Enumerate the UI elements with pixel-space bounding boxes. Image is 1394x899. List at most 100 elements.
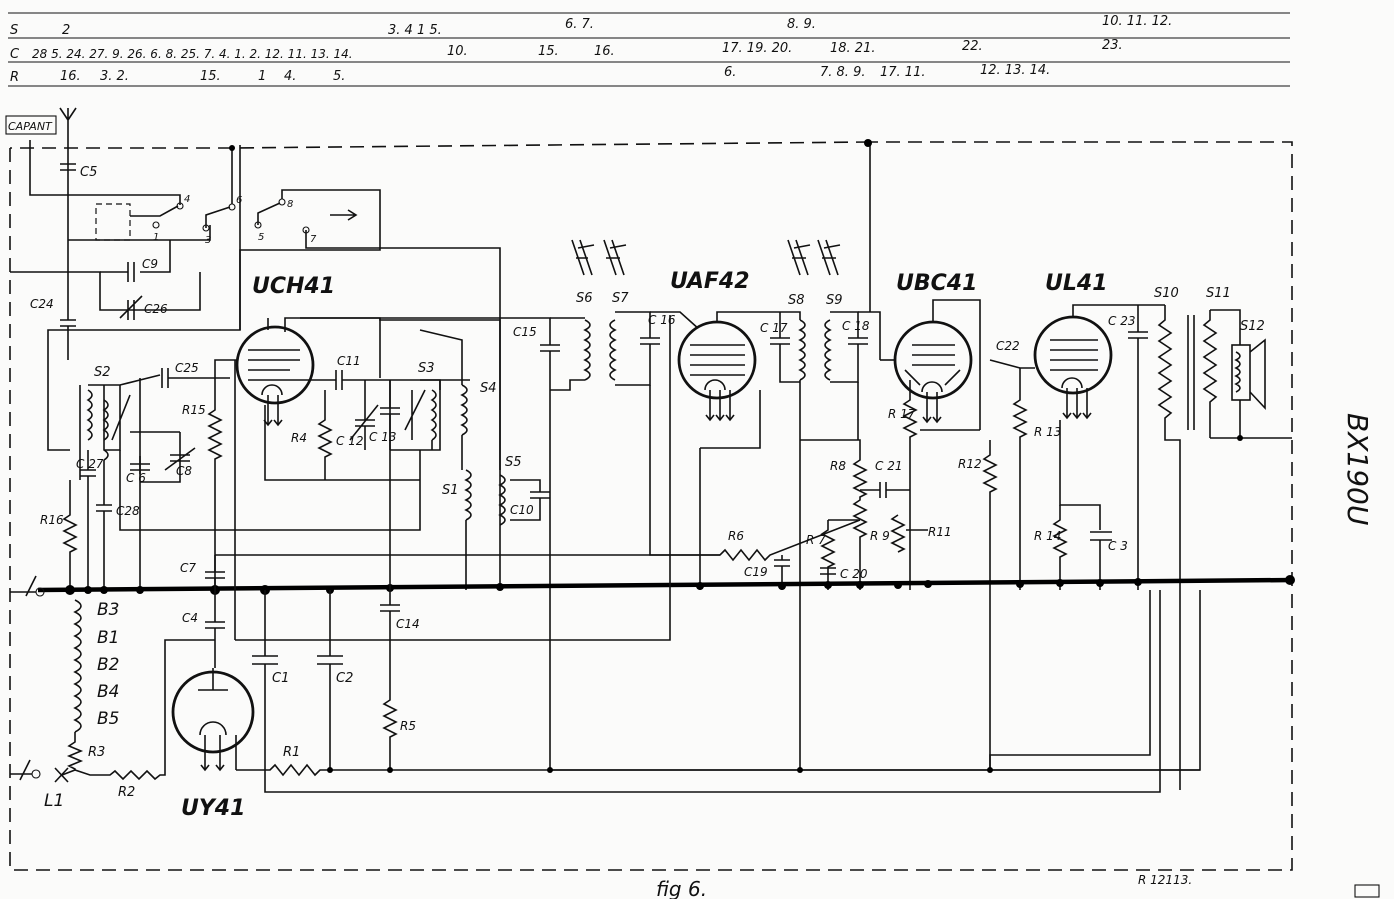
header-c-item: 16. xyxy=(594,44,615,59)
b4-label: B4 xyxy=(97,682,119,702)
c18-label: C 18 xyxy=(842,319,870,333)
r1-label: R1 xyxy=(283,745,300,760)
s3-label: S3 xyxy=(418,361,435,376)
s7-label: S7 xyxy=(612,291,629,306)
switch-contact-number: 8 xyxy=(287,199,293,210)
c17-label: C 17 xyxy=(760,321,788,335)
header-r-item: 16. xyxy=(60,69,81,84)
s12-label: S12 xyxy=(1240,319,1265,334)
c1-label: C1 xyxy=(272,671,289,686)
tube-uaf42: UAF42 xyxy=(670,269,780,590)
heater-chain: B3 B1 B2 B4 B5 R3 R2 L1 xyxy=(10,599,215,811)
header-s-item: 2 xyxy=(62,23,70,38)
header-row-c-prefix: C xyxy=(10,47,20,62)
header-r-item: 6. xyxy=(724,65,736,80)
header-r-item: 12. 13. 14. xyxy=(980,63,1050,78)
speaker-icon xyxy=(1249,338,1266,411)
resistor-r15: R15 xyxy=(182,400,223,590)
header-r-item: 15. xyxy=(200,69,221,84)
c11-label: C11 xyxy=(337,354,361,368)
header-c-item: 10. xyxy=(447,44,468,59)
s10-label: S10 xyxy=(1154,286,1179,301)
c14-label: C14 xyxy=(396,617,420,631)
supply-lines xyxy=(327,590,1201,773)
c10-label: C10 xyxy=(510,503,534,517)
c15-label: C15 xyxy=(513,325,537,339)
r15-label: R15 xyxy=(182,403,206,417)
c23-label: C 23 xyxy=(1108,314,1135,328)
tube-uaf42-label: UAF42 xyxy=(670,269,750,294)
l1-label: L1 xyxy=(44,791,64,811)
header-s-item: 8. 9. xyxy=(787,17,816,32)
c7-label: C7 xyxy=(180,561,196,575)
r13-label: R 13 xyxy=(1034,425,1061,439)
s1-label: S1 xyxy=(442,483,459,498)
r14-label: R 14 xyxy=(1034,529,1061,543)
detector-network: R8 C 21 R 9 R11 R6 C19 R 7 C 20 xyxy=(215,439,952,590)
c26-label: C26 xyxy=(144,302,168,316)
output-stage: S10 S11 S12 xyxy=(1154,286,1292,790)
drawing-reference: R 12113. xyxy=(1138,873,1192,887)
oscillator-section: S2 C25 C 6 C8 C 27 C28 R16 xyxy=(40,361,230,590)
r2-label: R2 xyxy=(118,785,135,800)
if-transformer-2: C 17 S8 S9 C 18 xyxy=(760,239,881,770)
r3-label: R3 xyxy=(88,745,105,760)
model-number: BX190U xyxy=(1341,413,1374,525)
tube-ul41: UL41 R 13 R 14 C 3 C 23 xyxy=(1012,271,1165,590)
tube-ubc41-label: UBC41 xyxy=(896,271,977,296)
c22-label: C22 xyxy=(996,339,1020,353)
switch-contact-number: 7 xyxy=(310,234,317,245)
header-c-item: 17. 19. 20. xyxy=(722,41,792,56)
resistor-r12: R12 xyxy=(958,440,998,770)
header-c-item: 23. xyxy=(1102,38,1123,53)
b1-label: B1 xyxy=(97,628,119,648)
switch-contact-number: 6 xyxy=(236,195,242,206)
figure-caption: fig 6. xyxy=(656,877,707,899)
c19-label: C19 xyxy=(744,565,768,579)
tube-uy41-label: UY41 xyxy=(181,796,245,821)
r8-label: R8 xyxy=(830,459,846,473)
header-s-item: 10. 11. 12. xyxy=(1102,14,1172,29)
header-r-item: 3. 2. xyxy=(100,69,129,84)
header-s-item: 6. 7. xyxy=(565,17,594,32)
filter-caps: C1 C2 xyxy=(252,590,353,770)
s2-label: S2 xyxy=(94,365,111,380)
c5-label: C5 xyxy=(80,165,97,180)
r5-label: R5 xyxy=(400,719,416,733)
tube-ubc41: UBC41 C22 R 17 xyxy=(864,139,1021,590)
c9-label: C9 xyxy=(142,257,158,271)
r6-label: R6 xyxy=(728,529,744,543)
b2-label: B2 xyxy=(97,655,119,675)
c12-label: C 12 xyxy=(336,434,363,448)
switch-contact-number: 4 xyxy=(184,194,190,205)
header-r-item: 1 xyxy=(258,69,266,84)
tube-uch41: UCH41 xyxy=(214,274,420,481)
ground-bus xyxy=(10,575,1295,597)
c24-label: C24 xyxy=(30,297,54,311)
header-r-item: 7. 8. 9. xyxy=(820,65,865,80)
c21-label: C 21 xyxy=(875,459,902,473)
b3-label: B3 xyxy=(97,600,119,620)
c25-label: C25 xyxy=(175,361,199,375)
header-c-item: 28 5. 24. 27. 9. 26. 6. 8. 25. 7. 4. 1. … xyxy=(32,47,353,61)
r17-label: R 17 xyxy=(888,407,916,421)
antenna-input: CAPANT C5 xyxy=(5,107,97,240)
c13-label: C 13 xyxy=(369,430,396,444)
r16-label: R16 xyxy=(40,513,64,527)
s9-label: S9 xyxy=(826,293,843,308)
c28-label: C28 xyxy=(116,504,140,518)
c4-label: C4 xyxy=(182,611,198,625)
capant-label: CAPANT xyxy=(8,120,53,133)
header-r-item: 4. xyxy=(284,69,296,84)
s11-label: S11 xyxy=(1206,286,1231,301)
tube-uy41: UY41 R1 xyxy=(171,590,1200,821)
c14-r5: C14 R5 xyxy=(234,315,671,770)
tube-ul41-label: UL41 xyxy=(1045,271,1108,296)
tube-uch41-label: UCH41 xyxy=(252,274,335,299)
header-r-item: 17. 11. xyxy=(880,65,925,80)
b5-label: B5 xyxy=(97,709,119,729)
header-table: S 2 3. 4 1 5. 6. 7. 8. 9. 10. 11. 12. C … xyxy=(8,12,1290,87)
r7-label: R 7 xyxy=(806,533,826,547)
